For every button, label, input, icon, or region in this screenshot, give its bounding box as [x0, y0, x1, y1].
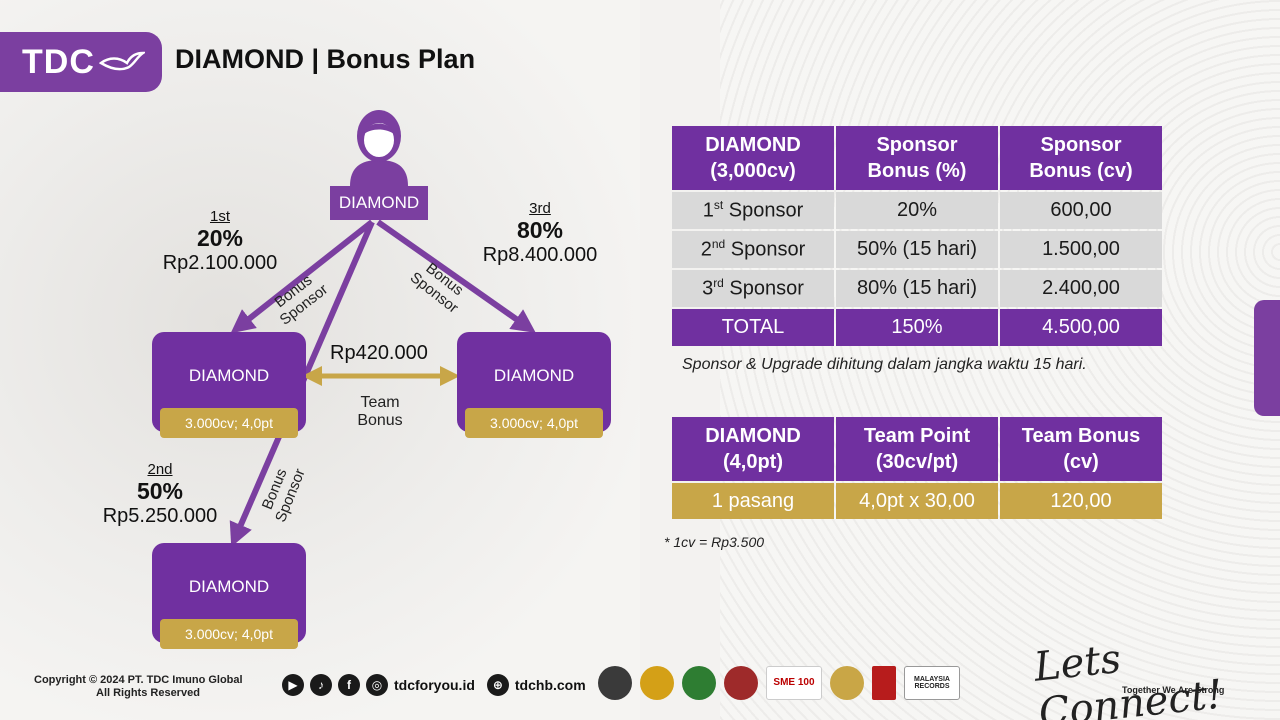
pair-cell: 1 pasang [672, 483, 834, 519]
header-cell: Team Point(30cv/pt) [836, 417, 998, 481]
cv-rate-note: * 1cv = Rp3.500 [664, 534, 765, 550]
web-handle[interactable]: tdchb.com [514, 677, 586, 693]
table-header-row: DIAMOND(4,0pt) Team Point(30cv/pt) Team … [672, 417, 1162, 481]
level-3-ordinal: 3rd [529, 200, 551, 217]
table-row: 3rd Sponsor 80% (15 hari) 2.400,00 [672, 270, 1162, 307]
level-2-label: 2nd 50% Rp5.250.000 [88, 461, 232, 528]
youtube-icon[interactable]: ▶ [282, 674, 304, 696]
sme-award-badge: SME 100 [766, 666, 822, 700]
level-3-percent: 80% [516, 217, 564, 244]
team-bonus-table: DIAMOND(4,0pt) Team Point(30cv/pt) Team … [670, 415, 1164, 521]
bonus-percent-cell: 50% (15 hari) [836, 231, 998, 268]
sponsor-level-cell: 2nd Sponsor [672, 231, 834, 268]
page-title: DIAMOND | Bonus Plan [175, 44, 476, 74]
instagram-icon[interactable]: ◎ [366, 674, 388, 696]
header-cell: DIAMOND(3,000cv) [672, 126, 834, 190]
level-1-percent: 20% [196, 225, 244, 252]
bonus-cv-cell: 2.400,00 [1000, 270, 1162, 307]
bonus-percent-cell: 80% (15 hari) [836, 270, 998, 307]
table-total-row: TOTAL 150% 4.500,00 [672, 309, 1162, 346]
header-cell: Team Bonus(cv) [1000, 417, 1162, 481]
award-gold-icon [640, 666, 674, 700]
sponsor-note: Sponsor & Upgrade dihitung dalam jangka … [682, 356, 1087, 373]
team-point-cell: 4,0pt x 30,00 [836, 483, 998, 519]
level-1-label: 1st 20% Rp2.100.000 [150, 208, 290, 275]
sponsor-level-cell: 1st Sponsor [672, 192, 834, 229]
bonus-cv-cell: 600,00 [1000, 192, 1162, 229]
social-links: ▶ ♪ f ◎ tdcforyou.id ⊕ tdchb.com [282, 674, 592, 696]
award-flag-icon [872, 666, 896, 700]
award-red-icon [724, 666, 758, 700]
member-node-2nd: DIAMOND 3.000cv; 4,0pt [152, 543, 306, 649]
bonus-diagram: DIAMOND 1st 20% Rp2.100.000 3rd 80% Rp8.… [88, 110, 611, 649]
level-2-ordinal: 2nd [147, 461, 173, 478]
web-icon[interactable]: ⊕ [486, 674, 509, 696]
award-badges: SME 100 MALAYSIA RECORDS [598, 666, 960, 700]
total-percent-cell: 150% [836, 309, 998, 346]
level-3-amount: Rp8.400.000 [482, 243, 598, 266]
bird-logo-icon [98, 51, 145, 71]
node-name: DIAMOND [188, 366, 270, 385]
arrow-to-1st [230, 219, 374, 334]
instagram-handle[interactable]: tdcforyou.id [394, 677, 475, 693]
top-member-label: DIAMOND [330, 186, 428, 220]
total-label-cell: TOTAL [672, 309, 834, 346]
logo: TDC [0, 32, 162, 92]
level-3-label: 3rd 80% Rp8.400.000 [470, 200, 610, 267]
level-2-percent: 50% [136, 478, 184, 505]
award-green-icon [682, 666, 716, 700]
award-500-icon [830, 666, 864, 700]
node-cv-chip: 3.000cv; 4,0pt [160, 408, 298, 438]
side-tab[interactable] [1254, 300, 1280, 416]
tagline: Together We Are Strong [1122, 685, 1225, 695]
arrow-to-3rd [376, 219, 536, 333]
level-2-amount: Rp5.250.000 [102, 504, 218, 527]
bonus-percent-cell: 20% [836, 192, 998, 229]
copyright: Copyright © 2024 PT. TDC Imuno Global Al… [34, 674, 243, 700]
node-cv-chip: 3.000cv; 4,0pt [465, 408, 603, 438]
facebook-icon[interactable]: f [338, 674, 360, 696]
table-row: 1st Sponsor 20% 600,00 [672, 192, 1162, 229]
total-cv-cell: 4.500,00 [1000, 309, 1162, 346]
tiktok-icon[interactable]: ♪ [310, 674, 332, 696]
level-1-amount: Rp2.100.000 [162, 251, 278, 274]
member-node-1st: DIAMOND 3.000cv; 4,0pt [152, 332, 306, 438]
level-1-ordinal: 1st [209, 208, 230, 225]
malaysia-records-badge: MALAYSIA RECORDS [904, 666, 960, 700]
node-name: DIAMOND [188, 577, 270, 596]
member-node-3rd: DIAMOND 3.000cv; 4,0pt [457, 332, 611, 438]
node-name: DIAMOND [493, 366, 575, 385]
team-bonus-cell: 120,00 [1000, 483, 1162, 519]
node-cv-chip: 3.000cv; 4,0pt [160, 619, 298, 649]
team-bonus-amount: Rp420.000 [330, 342, 428, 364]
table-row: 1 pasang 4,0pt x 30,00 120,00 [672, 483, 1162, 519]
header-cell: DIAMOND(4,0pt) [672, 417, 834, 481]
award-seal-icon [598, 666, 632, 700]
person-icon [350, 110, 408, 186]
table-row: 2nd Sponsor 50% (15 hari) 1.500,00 [672, 231, 1162, 268]
bonus-cv-cell: 1.500,00 [1000, 231, 1162, 268]
background-pattern [720, 0, 1280, 720]
logo-text: TDC [22, 42, 95, 81]
sponsor-level-cell: 3rd Sponsor [672, 270, 834, 307]
